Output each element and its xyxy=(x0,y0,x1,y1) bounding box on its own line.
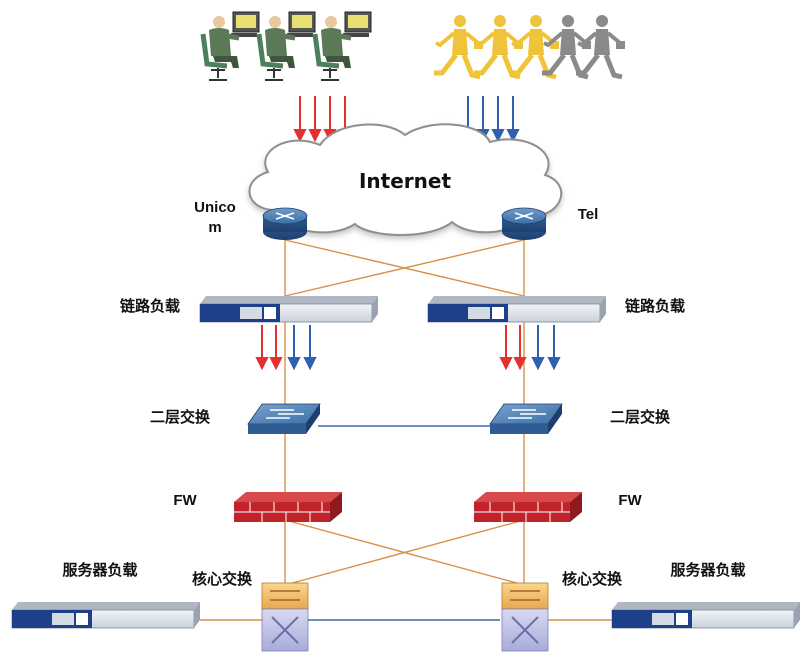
tel-router-label: Tel xyxy=(578,206,599,223)
blue-interconnect-lines xyxy=(308,425,500,621)
running-user xyxy=(576,15,625,80)
right-firewall-label: FW xyxy=(618,492,642,509)
switch-arrows-icon xyxy=(266,409,304,419)
unicom-router xyxy=(262,207,308,240)
connection-lines xyxy=(200,239,612,621)
left-l2-switch-label: 二层交换 xyxy=(150,408,211,426)
right-server-lb-label: 服务器负载 xyxy=(670,561,745,579)
running-user xyxy=(434,15,483,80)
crossbar-icon xyxy=(511,616,539,644)
left-firewall xyxy=(234,492,342,522)
internet-cloud xyxy=(248,123,563,236)
right-link-load-balancer xyxy=(427,296,606,323)
right-firewall xyxy=(474,492,582,522)
internet-cloud-label: Internet xyxy=(359,169,451,193)
left-link-load-balancer xyxy=(199,296,378,323)
left-lb-traffic-arrows xyxy=(255,325,317,371)
left-link-lb-label: 链路负载 xyxy=(120,297,180,315)
tel-router xyxy=(501,207,547,240)
right-server-load-balancer xyxy=(611,602,800,629)
mobile-users-group xyxy=(434,15,625,80)
unicom-router-label-line2: m xyxy=(208,219,221,236)
left-server-load-balancer xyxy=(11,602,200,629)
left-server-lb-label: 服务器负载 xyxy=(62,561,137,579)
right-lb-traffic-arrows xyxy=(499,325,561,371)
firewall-brick-icon xyxy=(234,502,330,522)
right-link-lb-label: 链路负载 xyxy=(625,297,685,315)
right-l2-switch-label: 二层交换 xyxy=(610,408,671,426)
left-l2-switch xyxy=(247,403,321,434)
right-l2-switch xyxy=(489,403,563,434)
firewall-brick-icon xyxy=(474,502,570,522)
router-arrows-icon xyxy=(275,212,295,220)
office-user xyxy=(312,11,372,81)
office-user xyxy=(200,11,260,81)
unicom-router-label-line1: Unico xyxy=(194,199,236,216)
left-core-switch-label: 核心交换 xyxy=(192,570,253,588)
right-core-switch-label: 核心交换 xyxy=(562,570,623,588)
link-right-fw-to-left-core xyxy=(284,519,525,586)
core-arrows-icon xyxy=(270,590,300,601)
office-user xyxy=(256,11,316,81)
crossbar-icon xyxy=(271,616,299,644)
right-core-switch xyxy=(501,582,549,652)
router-arrows-icon xyxy=(514,212,534,220)
core-arrows-icon xyxy=(510,590,540,601)
left-core-switch xyxy=(261,582,309,652)
left-firewall-label: FW xyxy=(173,492,197,509)
link-tel-to-left-lb xyxy=(284,239,525,297)
office-users-group xyxy=(200,11,372,81)
switch-arrows-icon xyxy=(508,409,546,419)
